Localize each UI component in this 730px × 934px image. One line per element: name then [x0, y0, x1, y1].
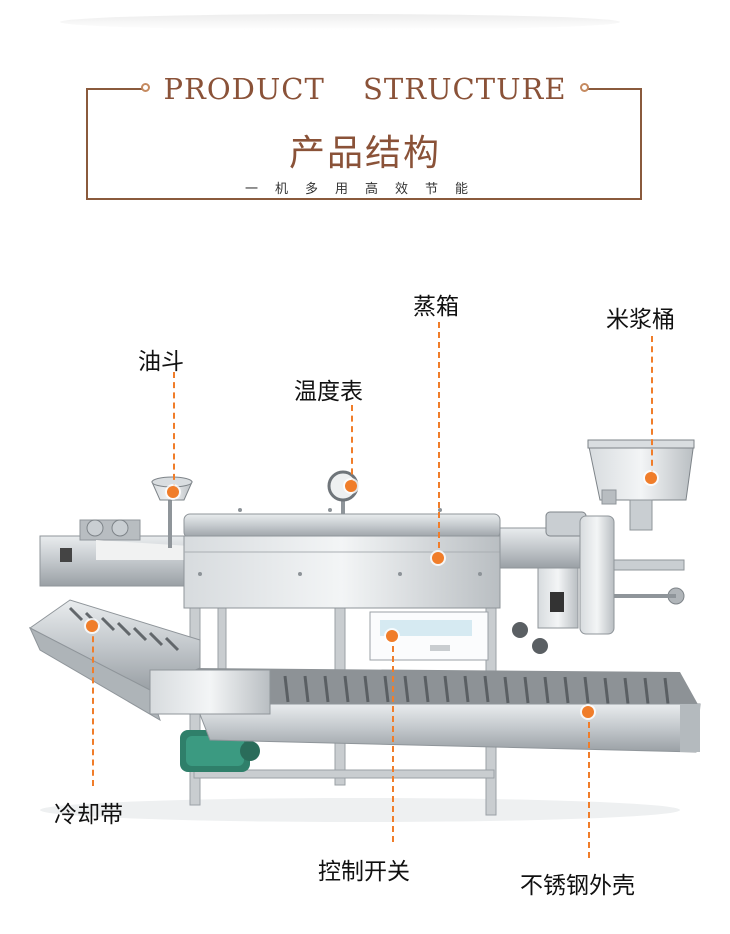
frame-left-dot [141, 83, 150, 92]
control-switch-marker [386, 630, 398, 642]
label-rice-slurry-bucket: 米浆桶 [606, 307, 675, 333]
top-shadow [60, 14, 620, 30]
title-chinese: 产品结构 [288, 133, 441, 174]
steam-box [183, 508, 501, 609]
frame-right-dot [580, 83, 589, 92]
steam-box-marker [432, 552, 444, 564]
thermometer-leader [351, 405, 353, 485]
label-control-switch: 控制开关 [318, 859, 410, 885]
label-steam-box: 蒸箱 [413, 294, 459, 320]
cooling-belt-marker [86, 620, 98, 632]
title-english: PRODUCT STRUCTURE [163, 72, 567, 106]
rice-slurry-bucket-leader [651, 336, 653, 476]
frame-top-right-line [588, 88, 642, 90]
label-stainless-shell: 不锈钢外壳 [520, 873, 635, 899]
rice-slurry-bucket-marker [645, 472, 657, 484]
title-frame [86, 88, 642, 200]
label-oil-hopper: 油斗 [138, 349, 184, 375]
control-switch-leader [392, 636, 394, 842]
rice-slurry-bucket [587, 439, 695, 531]
steam-box-leader [438, 322, 440, 558]
oil-hopper-leader [173, 372, 175, 490]
subtitle: 一机多用高效节能 [244, 182, 485, 197]
thermometer-marker [345, 480, 357, 492]
label-cooling-belt: 冷却带 [54, 802, 123, 828]
cooling-belt-leader [92, 626, 94, 786]
oil-hopper-marker [167, 486, 179, 498]
stainless-shell-leader [588, 712, 590, 858]
stainless-shell-marker [582, 706, 594, 718]
label-thermometer: 温度表 [294, 379, 363, 405]
thermometer-gauge [327, 470, 359, 514]
frame-top-left-line [86, 88, 142, 90]
